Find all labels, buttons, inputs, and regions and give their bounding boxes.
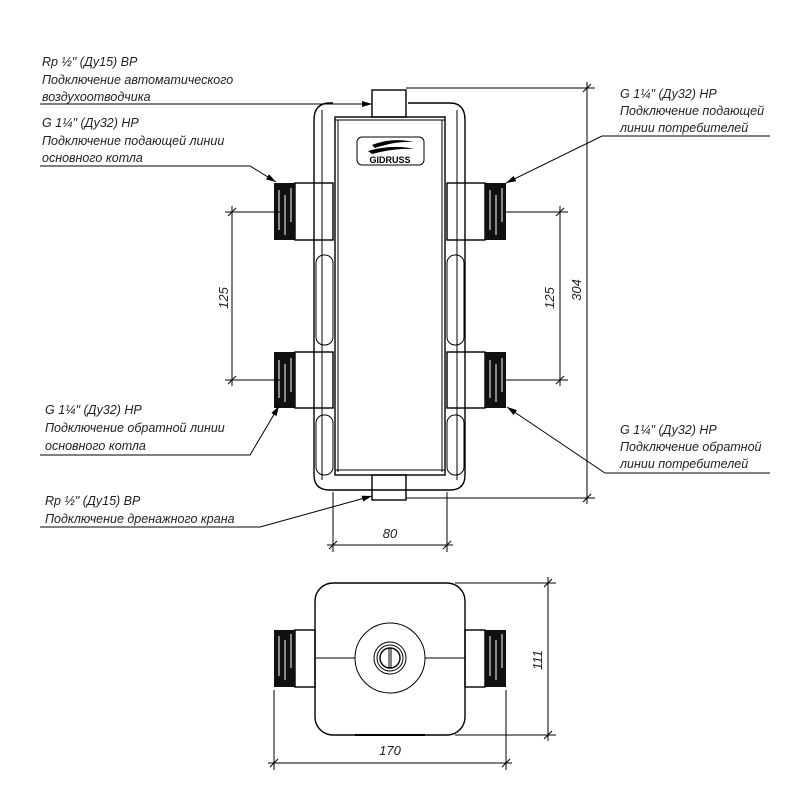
frame-inner-lines — [321, 110, 458, 480]
separator-body — [334, 116, 446, 476]
label-text: Подключение обратной линии — [45, 421, 225, 435]
fitting-right — [464, 629, 486, 688]
label-consumer-return: G 1¼" (Ду32) НР Подключение обратной лин… — [506, 406, 770, 474]
front-view: GIDRUSS — [274, 89, 506, 501]
body-inner-lines — [335, 119, 445, 472]
leader-arrow — [505, 135, 770, 184]
top-port-slot — [388, 648, 392, 668]
top-port-ring — [373, 641, 407, 675]
fitting-left — [294, 629, 316, 688]
fitting-right-lower — [446, 351, 506, 409]
label-text: воздухоотводчика — [42, 90, 151, 104]
dimension-left-125: 125 — [216, 206, 280, 386]
label-spec: G 1¼" (Ду32) НР — [620, 87, 717, 101]
thread-hatching — [278, 188, 503, 402]
logo-plate — [356, 136, 425, 166]
label-text: Подключение дренажного крана — [45, 512, 235, 526]
label-text: Подключение подающей — [620, 104, 764, 118]
dimension-right-125: 125 — [505, 206, 568, 386]
label-spec: Rp ½" (Ду15) ВР — [45, 494, 141, 508]
label-text: линии потребителей — [619, 121, 748, 135]
label-boiler-supply: G 1¼" (Ду32) НР Подключение подающей лин… — [40, 116, 277, 183]
label-text: линии потребителей — [619, 457, 748, 471]
label-spec: G 1¼" (Ду32) НР — [620, 423, 717, 437]
dim-total-width: 170 — [379, 743, 401, 758]
label-consumer-supply: G 1¼" (Ду32) НР Подключение подающей лин… — [505, 87, 770, 184]
label-text: Подключение подающей линии — [42, 134, 224, 148]
logo-wave-icon — [368, 146, 414, 154]
thread-hatching — [278, 634, 503, 680]
side-window — [315, 254, 334, 346]
bottom-nipple — [371, 474, 407, 501]
top-view-body — [314, 582, 466, 736]
label-text: основного котла — [42, 151, 143, 165]
dim-body-width: 80 — [383, 526, 398, 541]
side-window — [446, 414, 465, 476]
top-port-bore — [379, 647, 401, 669]
dim-left-spacing: 125 — [216, 286, 231, 308]
label-text: Подключение автоматического — [42, 73, 233, 87]
dimension-width-80: 80 — [327, 492, 453, 552]
top-nipple — [371, 89, 407, 118]
leader-arrow — [40, 495, 373, 528]
top-port-flange — [354, 622, 426, 694]
outer-frame — [313, 102, 466, 491]
leader-arrow — [506, 406, 770, 474]
top-port-ring — [376, 644, 404, 672]
logo-text: GIDRUSS — [369, 155, 410, 165]
dim-height: 304 — [569, 279, 584, 301]
side-window — [446, 254, 465, 346]
label-boiler-return: G 1¼" (Ду32) НР Подключение обратной лин… — [40, 403, 280, 456]
logo-wave-icon — [372, 140, 414, 148]
dim-right-spacing: 125 — [542, 286, 557, 308]
fitting-right-upper — [446, 182, 506, 241]
label-text: основного котла — [45, 439, 146, 453]
label-drain: Rp ½" (Ду15) ВР Подключение дренажного к… — [40, 494, 373, 528]
leader-arrow — [40, 405, 280, 456]
label-spec: Rp ½" (Ду15) ВР — [42, 55, 138, 69]
label-spec: G 1¼" (Ду32) НР — [42, 116, 139, 130]
side-window — [315, 414, 334, 476]
leader-arrow — [40, 165, 277, 183]
fitting-left-lower — [274, 351, 334, 409]
dimension-width-170: 170 — [268, 690, 512, 770]
gidruss-logo: GIDRUSS — [356, 136, 425, 166]
label-text: Подключение обратной — [620, 440, 762, 454]
dimension-height-304: 304 — [406, 82, 595, 504]
label-spec: G 1¼" (Ду32) НР — [45, 403, 142, 417]
label-air-vent: Rp ½" (Ду15) ВР Подключение автоматическ… — [40, 55, 372, 107]
dim-depth: 111 — [530, 650, 545, 670]
top-view — [274, 582, 506, 736]
fitting-left-upper — [274, 182, 334, 241]
